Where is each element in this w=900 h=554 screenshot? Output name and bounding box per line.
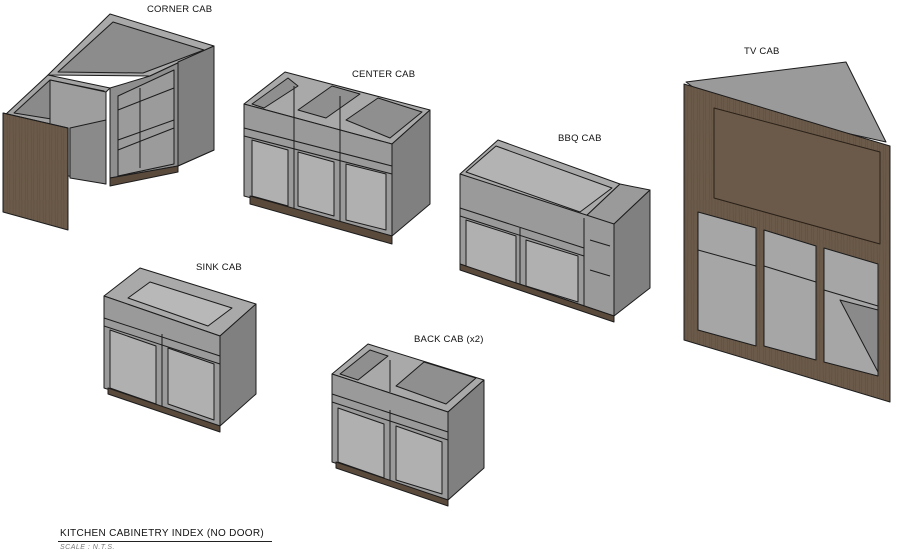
scale-note: SCALE : N.T.S. (60, 544, 115, 551)
label-back-cab: BACK CAB (x2) (414, 334, 484, 345)
corner-cabinet (2, 13, 215, 231)
drawing-title: KITCHEN CABINETRY INDEX (NO DOOR) (60, 528, 264, 539)
center-cabinet (243, 71, 431, 245)
sink-cabinet (103, 267, 257, 433)
back-cabinet (331, 343, 485, 507)
label-bbq-cab: BBQ CAB (558, 133, 602, 144)
label-tv-cab: TV CAB (744, 46, 780, 57)
label-corner-cab: CORNER CAB (147, 4, 213, 15)
label-sink-cab: SINK CAB (196, 262, 242, 273)
label-center-cab: CENTER CAB (352, 69, 416, 80)
title-underline (58, 541, 272, 542)
tv-cabinet (683, 61, 891, 403)
bbq-cabinet (459, 139, 651, 323)
